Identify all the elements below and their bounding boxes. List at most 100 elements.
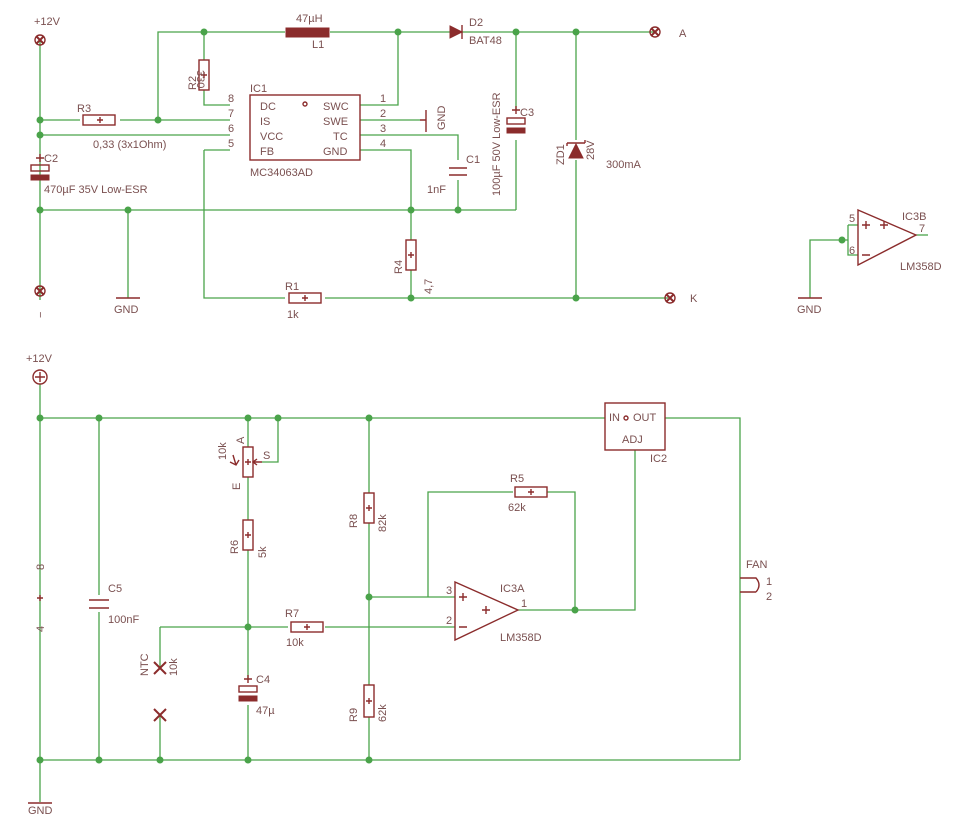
ic2-adj: ADJ [622,434,643,446]
label-pot-a: A [235,436,247,444]
ic1-pin-5-name: FB [260,146,274,158]
label-c4-value: 47µ [256,705,275,717]
terminal-k [664,292,676,304]
bottom-wires [39,384,741,802]
bottom-junctions [36,414,579,764]
ntc-terminal-2 [153,708,167,722]
resistor-r7 [290,621,324,633]
label-zd1-name: ZD1 [555,144,567,165]
label-r4-value: 4,7 [423,279,435,294]
ic1-gnd-label: GND [436,106,448,131]
label-c3-value: 100µF 50V Low-ESR [491,92,503,196]
ic3a-pin1: 1 [521,598,527,610]
label-r8-value: 82k [377,514,389,532]
fan-pin1: 1 [766,576,772,588]
ic1-pin-8-name: DC [260,101,276,113]
label-r6-value: 5k [257,546,269,558]
ic3b-pin5: 5 [849,213,855,225]
label-r5-value: 62k [508,502,526,514]
label-c1-name: C1 [466,154,480,166]
ic1-pin-1-num: 1 [380,93,386,105]
diode-d2 [449,25,464,39]
ic1-pin-4-num: 4 [380,138,386,150]
regulator-ic2 [604,402,666,451]
top-wires [39,31,928,300]
resistor-r9 [363,684,375,718]
ic1-pin-6-num: 6 [228,123,234,135]
label-c2-value: 470µF 35V Low-ESR [44,184,148,196]
ic2-in: IN [609,412,620,424]
capacitor-c1 [449,167,467,176]
ic1-pin-7-name: IS [260,116,270,128]
label-r2-name: R2 [187,76,199,90]
label-l1-value: 47µH [296,13,323,25]
label-c5-value: 100nF [108,614,139,626]
label-r1-value: 1k [287,309,299,321]
label-r7-name: R7 [285,608,299,620]
label-c3-name: C3 [520,107,534,119]
terminal-minus-top [34,285,46,297]
resistor-r3 [82,114,116,126]
ic1-right-pins: 1 SWC 2 SWE 3 TC 4 GND [323,93,386,158]
label-r5-name: R5 [510,473,524,485]
label-ntc-value: 10k [168,658,180,676]
label-vin-top: +12V [34,16,61,28]
resistor-r4 [405,239,417,271]
label-zd1-value: 28V [585,140,597,160]
label-c2-name: C2 [44,153,58,165]
ic1-pin-2-name: SWE [323,116,348,128]
label-gnd-ic3b: GND [797,304,822,316]
gnd-symbol-ic1 [420,110,427,132]
resistor-r1 [288,292,322,304]
supply-plus-mark [37,595,43,601]
fan-name: FAN [746,559,767,571]
label-pin4: 4 [35,626,47,632]
opamp-ic3b [857,208,918,267]
label-r7-value: 10k [286,637,304,649]
potentiometer-10k [229,446,262,478]
ic3a-part: LM358D [500,632,542,644]
terminal-vin-bottom [32,369,48,385]
top-junctions [36,28,846,302]
capacitor-c2 [30,154,50,181]
ic1-pin-3-num: 3 [380,123,386,135]
zener-zd1 [566,140,586,159]
ic1-left-pins: 8 DC 7 IS 6 VCC 5 FB [228,93,283,158]
label-l1-name: L1 [312,39,324,51]
capacitor-c5 [89,599,109,609]
capacitor-c4 [238,675,258,702]
ic3a-pin3: 3 [446,585,452,597]
ic1-name: IC1 [250,83,267,95]
resistor-r6 [242,519,254,551]
label-r6-name: R6 [229,540,241,554]
label-d2-name: D2 [469,17,483,29]
capacitor-c3 [506,106,526,134]
ic2-out: OUT [633,412,657,424]
label-r8-name: R8 [348,514,360,528]
label-r9-name: R9 [348,708,360,722]
ic1-pin-7-num: 7 [228,108,234,120]
terminal-vin-top [34,34,46,46]
label-pot-value: 10k [217,442,229,460]
ic1-pin-2-num: 2 [380,108,386,120]
resistor-r2 [198,59,210,91]
label-c5-name: C5 [108,583,122,595]
label-ntc-name: NTC [139,653,151,676]
ic3b-part: LM358D [900,261,942,273]
ic3b-pin7: 7 [919,223,925,235]
label-minus-top: − [35,312,47,318]
ic1-pin-6-name: VCC [260,131,283,143]
resistor-r5 [514,486,548,498]
ic2-name: IC2 [650,453,667,465]
ic1-part: MC34063AD [250,167,313,179]
ic1-pin-5-num: 5 [228,138,234,150]
label-r9-value: 62k [377,704,389,722]
label-gnd-bottom: GND [28,805,53,814]
label-vin-bottom: +12V [26,353,53,365]
ic1-pin-8-num: 8 [228,93,234,105]
label-c4-name: C4 [256,674,270,686]
label-k: K [690,293,698,305]
opamp-ic3a [454,580,520,642]
label-r3-value: 0,33 (3x1Ohm) [93,139,166,151]
